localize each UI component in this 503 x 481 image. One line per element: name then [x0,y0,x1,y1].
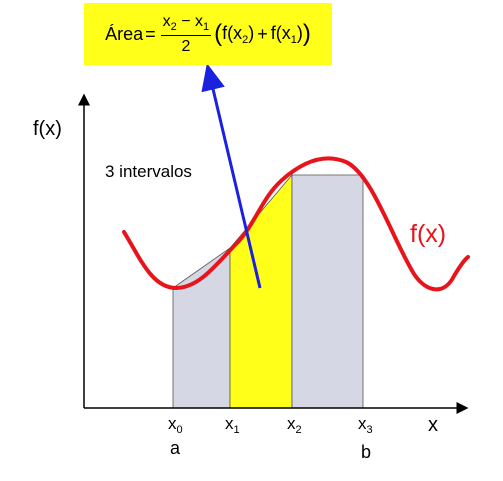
formula-paren-close: ) [302,20,311,47]
label-b: b [361,442,372,462]
y-axis-label: f(x) [33,118,62,140]
numerator-x1-base: x [195,12,204,30]
tick-label-x2: x2 [287,414,302,436]
tick-label-x0: x0 [168,414,183,436]
pointer-arrow [201,63,262,289]
numerator-x2-base: x [162,12,171,30]
trapezoid-interval-1 [172,247,231,409]
label-a: a [170,438,181,458]
formula-term-fx1: f(x1) [270,22,303,46]
area-formula-box: Área = x2 − x1 2 ( f(x2) + f(x1) ) [84,3,332,65]
intervals-label: 3 intervalos [105,162,192,181]
formula-term-fx2: f(x2) [222,22,255,46]
numerator-x2-sub: 2 [170,20,177,33]
formula-plus: + [257,23,268,44]
tick-label-x1: x1 [225,414,240,436]
formula-fraction: x2 − x1 2 [160,12,212,56]
function-curve [122,156,470,292]
trapezoid-interval-3 [291,174,364,409]
x-axis-label: x [428,414,438,436]
numerator-minus: − [181,12,191,30]
numerator-x1-sub: 1 [203,20,210,33]
formula-equals: = [145,23,156,44]
formula-numerator: x2 − x1 [160,12,212,36]
formula-denominator: 2 [181,37,191,55]
formula-paren-open: ( [214,20,223,47]
curve-label: f(x) [410,220,447,248]
formula-lhs: Área [105,23,144,44]
tick-label-x3: x3 [358,414,373,436]
